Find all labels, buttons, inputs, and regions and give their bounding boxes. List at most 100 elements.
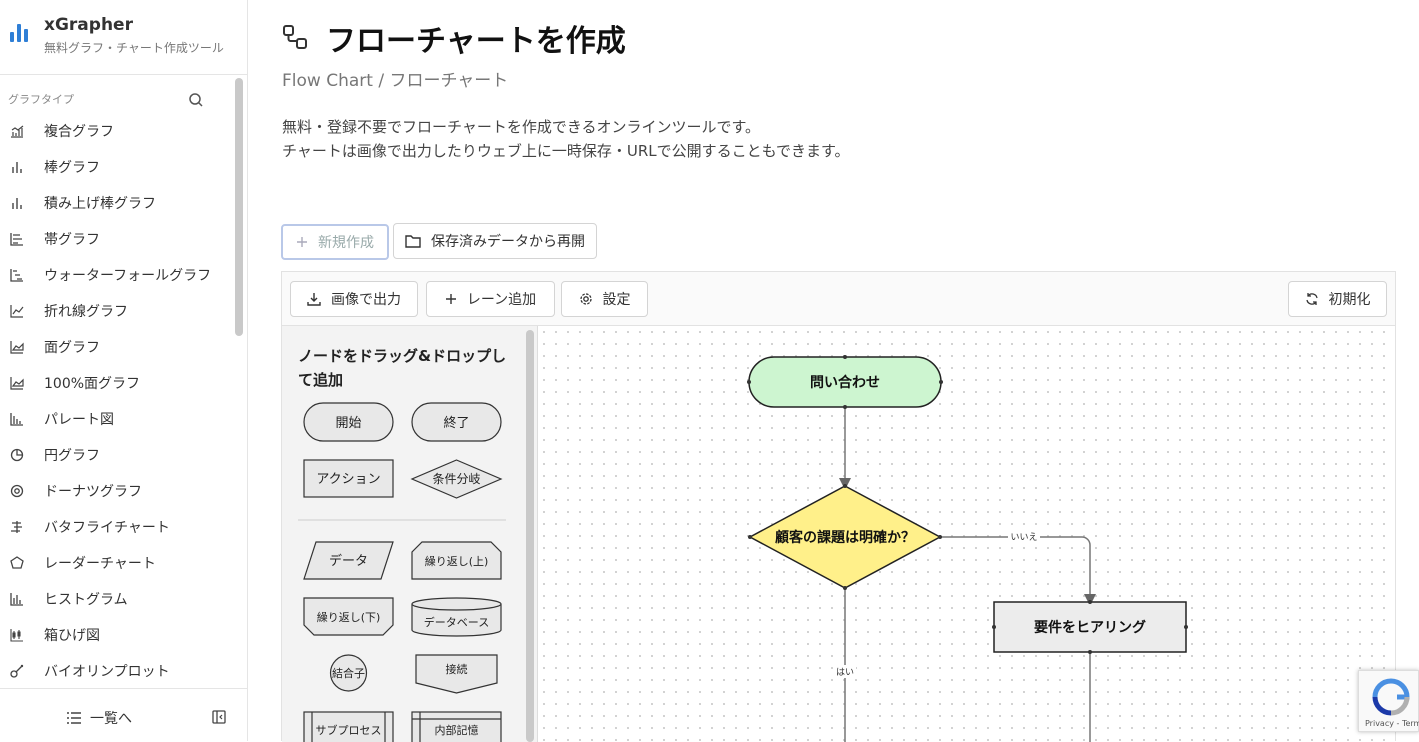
reset-label: 初期化: [1328, 292, 1371, 308]
sidebar-item-label: 折れ線グラフ: [44, 304, 128, 320]
palette-scrollbar[interactable]: [526, 330, 534, 742]
sidebar-item-pareto[interactable]: パレート図: [0, 401, 232, 437]
band-chart-icon: [10, 233, 23, 246]
butterfly-icon: [11, 521, 22, 533]
node-decision[interactable]: 顧客の課題は明確か？: [748, 484, 942, 590]
palette-node-connector[interactable]: 結合子: [329, 654, 368, 692]
resume-saved-button[interactable]: 保存済みデータから再開: [393, 223, 597, 259]
sidebar-item-pie[interactable]: 円グラフ: [0, 437, 232, 473]
palette-node-start[interactable]: 開始: [303, 402, 394, 442]
sidebar-item-label: レーダーチャート: [44, 556, 156, 572]
sidebar-item-waterfall[interactable]: ウォーターフォールグラフ: [0, 257, 232, 293]
sidebar-item-label: 複合グラフ: [44, 124, 114, 140]
sidebar-item-line[interactable]: 折れ線グラフ: [0, 293, 232, 329]
resume-saved-label: 保存済みデータから再開: [431, 234, 585, 250]
export-image-button[interactable]: 画像で出力: [290, 281, 418, 317]
brand-tagline: 無料グラフ・チャート作成ツール: [44, 41, 224, 55]
line-chart-icon: [10, 305, 24, 318]
histogram-icon: [10, 593, 23, 606]
node-inquiry[interactable]: 問い合わせ: [747, 355, 943, 409]
new-button-label: 新規作成: [318, 235, 374, 251]
node-label: 問い合わせ: [810, 374, 880, 391]
add-lane-button[interactable]: レーン追加: [426, 281, 555, 317]
sidebar-item-radar[interactable]: レーダーチャート: [0, 545, 232, 581]
combo-chart-icon: [11, 125, 24, 138]
sidebar-item-label: 円グラフ: [44, 448, 100, 464]
sidebar-item-label: バタフライチャート: [44, 520, 170, 536]
sidebar: xGrapher 無料グラフ・チャート作成ツール グラフタイプ 複合グラフ 棒グ…: [0, 0, 248, 741]
sidebar-item-label: 面グラフ: [44, 340, 100, 356]
palette-node-database[interactable]: データベース: [411, 597, 502, 637]
search-icon[interactable]: [188, 92, 204, 108]
stacked-bar-icon: [12, 198, 22, 209]
palette-node-end[interactable]: 終了: [411, 402, 502, 442]
description-line: チャートは画像で出力したりウェブ上に一時保存・URLで公開することもできます。: [282, 142, 850, 160]
palette-node-decision[interactable]: 条件分岐: [410, 459, 503, 499]
sidebar-item-area100[interactable]: 100%面グラフ: [0, 365, 232, 401]
node-label: データベース: [424, 615, 489, 629]
collapse-sidebar-icon[interactable]: [212, 710, 226, 724]
settings-button[interactable]: 設定: [561, 281, 648, 317]
chart-type-list: 複合グラフ 棒グラフ 積み上げ棒グラフ 帯グラフ ウォーターフォールグラフ 折れ…: [0, 113, 232, 688]
palette-node-loop-bottom[interactable]: 繰り返し(下): [303, 597, 394, 636]
node-label: 繰り返し(下): [317, 610, 381, 624]
brand-name: xGrapher: [44, 15, 133, 35]
palette-title: ノードをドラッグ&ドロップして追加: [298, 347, 507, 389]
brand-header[interactable]: xGrapher 無料グラフ・チャート作成ツール: [0, 0, 247, 75]
node-label: 内部記憶: [435, 723, 479, 737]
sidebar-item-boxplot[interactable]: 箱ひげ図: [0, 617, 232, 653]
node-hearing[interactable]: 要件をヒアリング: [992, 600, 1188, 654]
violin-icon: [10, 664, 24, 678]
page-description: 無料・登録不要でフローチャートを作成できるオンラインツールです。 チャートは画像…: [282, 115, 850, 163]
recaptcha-badge[interactable]: Privacy - Terms: [1358, 670, 1419, 732]
logo-icon: [10, 24, 32, 42]
palette-node-loop-top[interactable]: 繰り返し(上): [411, 541, 502, 580]
sidebar-item-label: ウォーターフォールグラフ: [44, 268, 212, 284]
sidebar-item-donut[interactable]: ドーナツグラフ: [0, 473, 232, 509]
palette-node-subprocess[interactable]: サブプロセス: [303, 711, 394, 742]
reset-button[interactable]: 初期化: [1288, 281, 1387, 317]
sidebar-scrollbar[interactable]: [235, 78, 243, 336]
bar-chart-icon: [12, 162, 22, 173]
section-label: グラフタイプ: [8, 93, 74, 106]
area100-chart-icon: [10, 377, 24, 390]
add-lane-label: レーン追加: [466, 292, 537, 308]
sidebar-item-violin[interactable]: バイオリンプロット: [0, 653, 232, 688]
sidebar-item-label: 箱ひげ図: [44, 628, 100, 644]
palette-node-action[interactable]: アクション: [303, 459, 394, 498]
node-label: 顧客の課題は明確か？: [775, 529, 915, 546]
edge-label-no: いいえ: [1010, 532, 1037, 543]
folder-icon: [405, 235, 421, 248]
node-label: データ: [329, 553, 368, 569]
sidebar-item-combo[interactable]: 複合グラフ: [0, 113, 232, 149]
sidebar-item-butterfly[interactable]: バタフライチャート: [0, 509, 232, 545]
node-label: 接続: [446, 662, 468, 676]
sidebar-item-area[interactable]: 面グラフ: [0, 329, 232, 365]
refresh-icon: [1305, 293, 1318, 305]
sidebar-item-stacked-bar[interactable]: 積み上げ棒グラフ: [0, 185, 232, 221]
radar-icon: [10, 556, 24, 569]
list-icon: [67, 712, 81, 724]
palette-node-internal[interactable]: 内部記憶: [411, 711, 502, 742]
node-label: 繰り返し(上): [425, 554, 489, 568]
editor-toolbar: 画像で出力 レーン追加 設定 初期化: [282, 272, 1395, 326]
palette-node-offpage[interactable]: 接続: [415, 654, 498, 694]
back-to-list-label: 一覧へ: [90, 711, 132, 727]
palette-nodes: 開始 終了 アクション 条件分岐 データ 繰り返し(上): [298, 402, 506, 742]
sidebar-item-label: 積み上げ棒グラフ: [44, 196, 156, 212]
sidebar-item-bar[interactable]: 棒グラフ: [0, 149, 232, 185]
new-button[interactable]: 新規作成: [281, 224, 389, 260]
flow-canvas[interactable]: いいえ はい 問い合わせ 顧客の課題は明確か？ 要件をヒアリング: [538, 326, 1395, 742]
sidebar-item-band[interactable]: 帯グラフ: [0, 221, 232, 257]
page-title: フローチャートを作成: [326, 24, 626, 59]
flowchart-icon: [283, 25, 307, 49]
edge-no[interactable]: [940, 536, 1096, 606]
flowchart-editor: 画像で出力 レーン追加 設定 初期化 ノードをドラッグ&ドロップして追加 開始 …: [281, 271, 1396, 742]
back-to-list-link[interactable]: 一覧へ: [66, 708, 132, 728]
sidebar-item-label: ヒストグラム: [44, 592, 128, 608]
node-label: アクション: [316, 472, 380, 487]
sidebar-item-histogram[interactable]: ヒストグラム: [0, 581, 232, 617]
palette-node-data[interactable]: データ: [303, 541, 394, 580]
sidebar-item-label: パレート図: [44, 412, 114, 428]
recaptcha-text[interactable]: Privacy - Terms: [1365, 719, 1419, 728]
